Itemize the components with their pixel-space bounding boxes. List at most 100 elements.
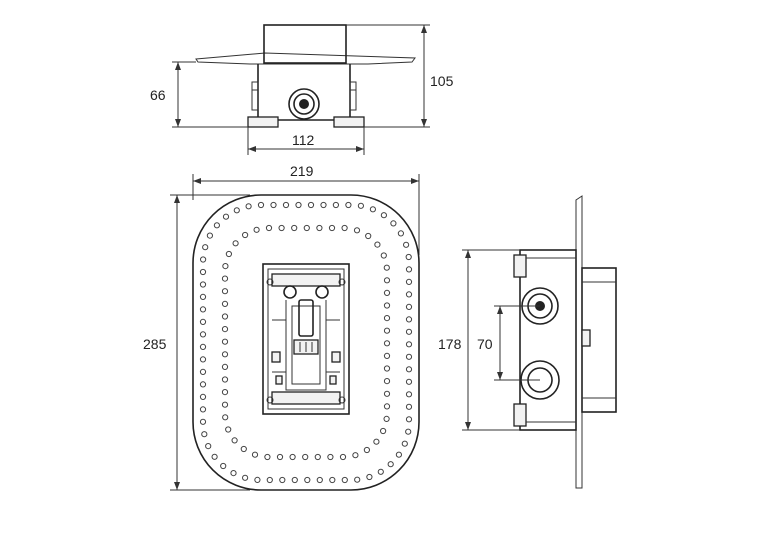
mounting-hole [405, 416, 413, 423]
dim-70-label: 70 [477, 336, 493, 352]
mounting-hole [221, 313, 229, 320]
mounting-hole [304, 476, 311, 484]
side-body [519, 249, 577, 431]
mounting-hole [221, 300, 229, 307]
top-view-flange [195, 52, 416, 65]
mounting-hole [225, 250, 232, 258]
dim-112-label: 112 [292, 132, 315, 148]
mounting-hole [221, 351, 229, 358]
mounting-hole [397, 230, 404, 237]
mounting-hole [327, 453, 334, 461]
mounting-hole [352, 452, 359, 459]
mounting-hole [199, 306, 207, 313]
mounting-hole [221, 363, 229, 370]
mounting-hole [363, 446, 370, 454]
mounting-hole [221, 326, 229, 333]
mounting-hole [405, 316, 413, 323]
dim-105-label: 105 [430, 73, 454, 89]
mounting-hole [345, 201, 352, 209]
mounting-hole [316, 224, 323, 232]
mounting-hole [405, 303, 413, 310]
mounting-hole [199, 381, 207, 388]
top-view-port-ring [293, 93, 315, 115]
mounting-hole [266, 476, 273, 484]
mounting-hole [405, 253, 412, 261]
mounting-hole [369, 206, 376, 213]
mounting-hole [276, 453, 284, 461]
mounting-hole [405, 391, 413, 398]
mounting-hole [282, 201, 290, 209]
mounting-hole [231, 437, 238, 444]
mounting-hole [339, 453, 347, 461]
mounting-hole [383, 390, 391, 397]
mounting-hole [225, 426, 232, 433]
mounting-hole [303, 224, 310, 232]
top-view-body-top [263, 24, 347, 64]
mounting-hole [320, 201, 327, 209]
mounting-hole [314, 453, 321, 461]
mounting-hole [245, 203, 252, 210]
mounting-hole [200, 256, 207, 263]
mounting-hole [380, 252, 387, 259]
mounting-hole [240, 445, 247, 453]
mounting-hole [373, 438, 380, 445]
mounting-hole [405, 353, 413, 360]
mounting-hole [205, 443, 212, 450]
mounting-hole [383, 289, 391, 296]
mounting-hole [289, 453, 296, 461]
mounting-hole [202, 244, 209, 251]
mounting-hole [221, 376, 229, 383]
mounting-hole [242, 474, 249, 481]
mounting-hole [221, 401, 229, 408]
dim-219-label: 219 [290, 163, 314, 179]
mounting-hole [199, 318, 207, 325]
mounting-hole [199, 393, 207, 400]
mounting-hole [220, 462, 227, 470]
mounting-hole [383, 378, 391, 385]
mounting-hole [395, 451, 402, 458]
mounting-hole [221, 275, 229, 282]
mounting-hole [383, 315, 391, 322]
mounting-hole [232, 240, 239, 247]
mounting-hole [213, 222, 220, 229]
dim-178-label: 178 [438, 336, 462, 352]
mounting-hole [332, 201, 339, 209]
mounting-hole [374, 241, 381, 248]
mounting-hole [405, 328, 413, 335]
mounting-hole [257, 201, 265, 209]
mounting-hole [199, 368, 207, 375]
mounting-hole [328, 224, 336, 232]
mounting-hole [383, 277, 391, 284]
mounting-hole [242, 231, 249, 239]
mounting-hole [341, 224, 348, 232]
mounting-hole [199, 356, 207, 363]
front-plate-outline [192, 194, 420, 491]
mounting-hole [199, 268, 207, 276]
mounting-hole [295, 201, 302, 209]
mounting-hole [405, 278, 413, 285]
mounting-hole [222, 414, 229, 421]
mounting-hole [383, 302, 391, 309]
mounting-hole [278, 224, 285, 232]
mounting-hole [279, 476, 286, 484]
mounting-hole [403, 241, 410, 248]
mounting-hole [383, 264, 390, 271]
mounting-hole [383, 340, 391, 347]
mounting-hole [390, 220, 397, 227]
front-inner-holes [221, 224, 391, 461]
mounting-hole [270, 201, 277, 209]
side-clip-bottom [513, 403, 527, 427]
mounting-hole [206, 232, 213, 239]
mounting-hole [230, 470, 237, 477]
mounting-hole [199, 293, 207, 300]
top-view-foot-left [247, 116, 279, 128]
mounting-hole [201, 431, 208, 438]
mounting-hole [405, 428, 412, 435]
top-view-foot-right [333, 116, 365, 128]
mounting-hole [316, 476, 323, 484]
mounting-hole [405, 291, 413, 298]
top-view-body [257, 64, 351, 121]
front-box-inner [267, 268, 345, 410]
mounting-hole [291, 224, 298, 232]
